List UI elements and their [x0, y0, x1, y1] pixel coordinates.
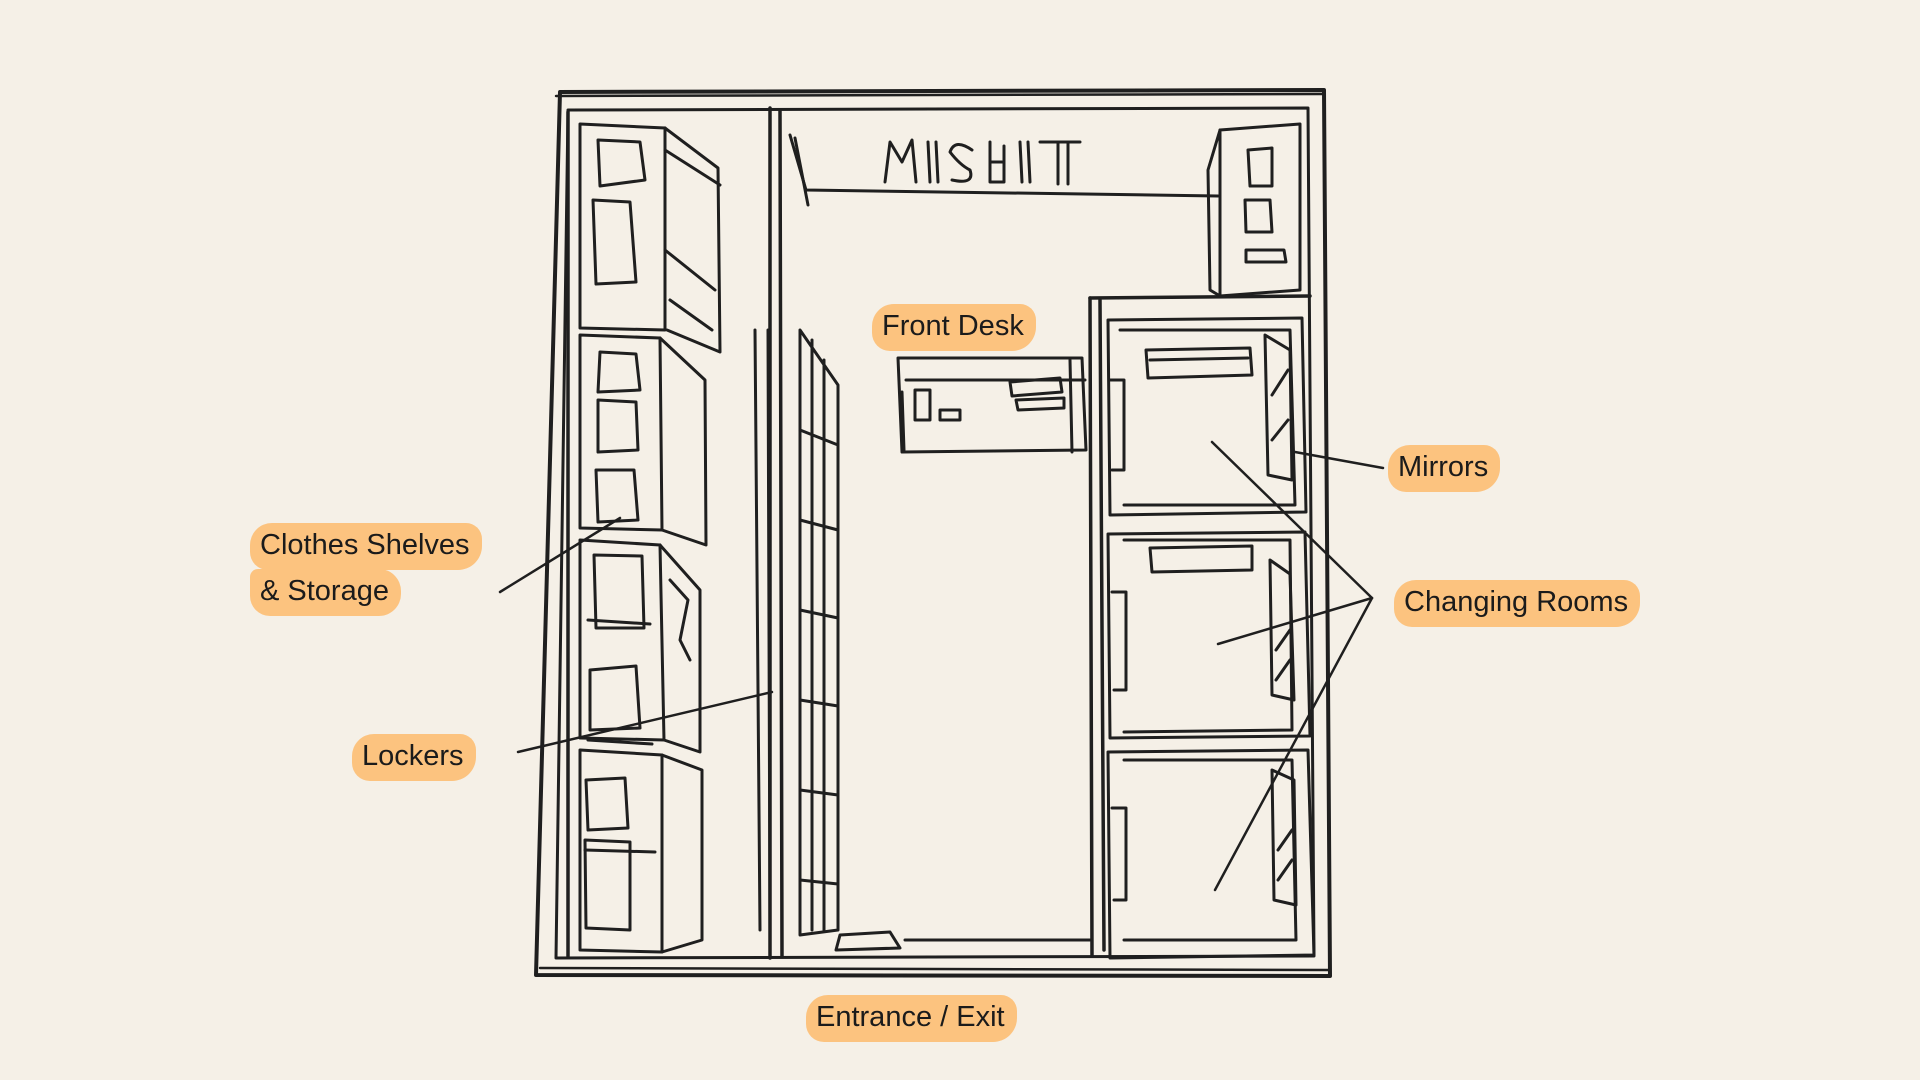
entrance-label: Entrance / Exit [806, 995, 1017, 1042]
sign-board [788, 133, 1220, 207]
changing-rooms-label: Changing Rooms [1394, 580, 1641, 627]
misfit-sign [883, 138, 1082, 186]
right-top-shelves [1206, 122, 1302, 298]
lockers [753, 328, 840, 937]
clothes-callout-line [498, 516, 622, 594]
changing-room-2-callout-line [1216, 596, 1374, 646]
callout-lines [498, 440, 1385, 892]
changing-room-1 [1106, 316, 1308, 517]
changing-room-2 [1106, 530, 1312, 740]
changing-room-3 [1106, 748, 1316, 960]
mirrors-label: Mirrors [1388, 445, 1501, 492]
front-desk-label: Front Desk [872, 304, 1036, 351]
folded-clothes [583, 138, 692, 932]
clothes-shelves [578, 122, 722, 954]
entrance-threshold [834, 930, 1092, 952]
changing-room-3-callout-line [1213, 596, 1374, 892]
changing-room-wall [1088, 294, 1312, 957]
mirrors-callout-line [1293, 450, 1385, 470]
lockers-callout-line [516, 690, 774, 754]
clothes-shelves-label: Clothes Shelves & Storage [250, 523, 482, 616]
front-desk [896, 356, 1088, 454]
lockers-label: Lockers [352, 734, 476, 781]
changing-room-1-callout-line [1210, 440, 1374, 600]
